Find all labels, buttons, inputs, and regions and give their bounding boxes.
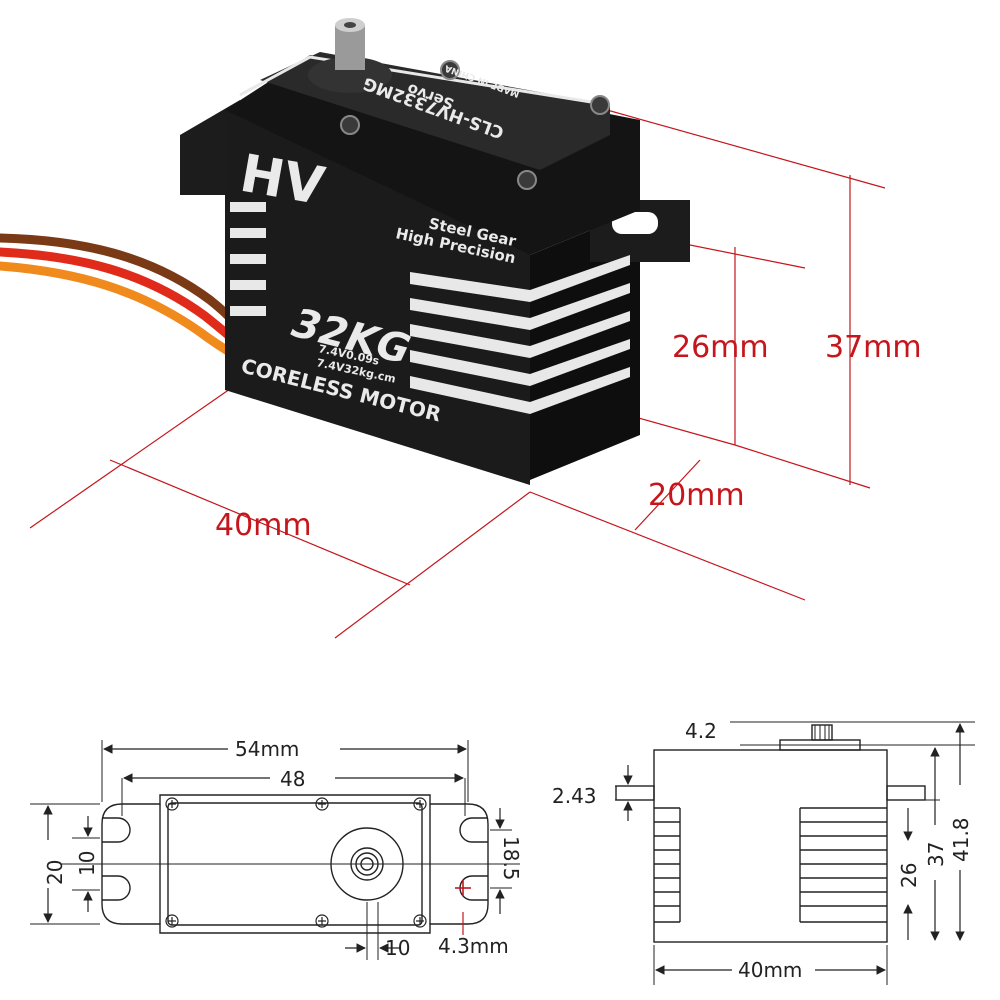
top-view-drawing <box>30 740 520 960</box>
hole-diameter-marker <box>455 880 471 896</box>
servo-fins-right <box>410 255 630 414</box>
brand-script: HV <box>236 144 329 218</box>
servo-photo: HV CLS-HV7332MG Servo MADE IN CHINA Stee… <box>180 18 690 485</box>
dim-height-total-label: 37mm <box>825 330 922 365</box>
servo-wires <box>0 233 245 361</box>
dim-hole-diameter-label: 4.3mm <box>438 934 509 958</box>
top-view-dimension-arrows <box>43 744 505 953</box>
dim-horn-height-label: 4.2 <box>685 719 717 743</box>
servo-fins-left <box>230 202 266 316</box>
dim-spline-offset-label: 10 <box>385 936 410 960</box>
dim-slot-gap-label: 10 <box>75 851 99 876</box>
dim-case-height-label: 37 <box>924 842 948 867</box>
dim-body-length-label: 40mm <box>738 958 802 982</box>
dim-tab-thickness-label: 2.43 <box>552 784 597 808</box>
dim-length-label: 40mm <box>215 508 312 543</box>
side-view-dimension-arrows <box>623 723 965 975</box>
dim-total-height-label: 41.8 <box>949 817 973 862</box>
dim-height-body-label: 26mm <box>672 330 769 365</box>
side-view-drawing <box>615 721 975 985</box>
dim-hole-vertical-label: 18.5 <box>499 836 523 881</box>
dim-overall-width-label: 54mm <box>235 737 299 761</box>
dim-depth-label: 20mm <box>648 478 745 513</box>
dim-tab-height-label: 20 <box>43 860 67 885</box>
dim-hole-spacing-label: 48 <box>280 767 305 791</box>
dim-body-height-label: 26 <box>897 863 921 888</box>
